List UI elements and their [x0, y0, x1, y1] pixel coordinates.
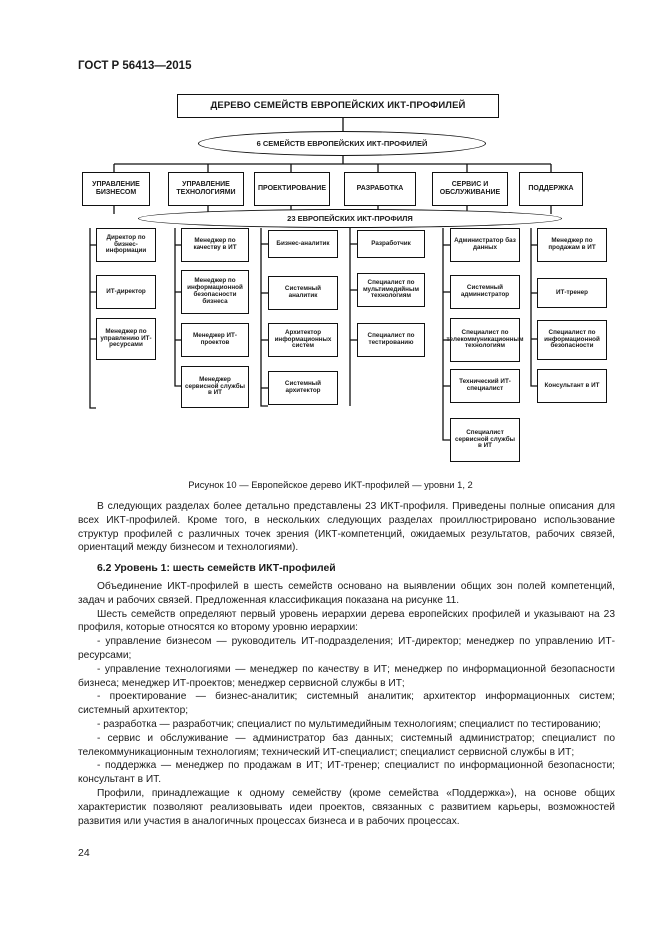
- list-item: - управление технологиями — менеджер по …: [78, 663, 615, 689]
- figure-caption: Рисунок 10 — Европейское дерево ИКТ-проф…: [188, 479, 473, 490]
- paragraph: Шесть семейств определяют первый уровень…: [78, 608, 615, 634]
- section-body: Объединение ИКТ-профилей в шесть семейст…: [78, 580, 615, 828]
- family-business-management: УПРАВЛЕНИЕ БИЗНЕСОМ: [82, 172, 150, 206]
- profile-box: Системный аналитик: [268, 276, 338, 310]
- family-development: РАЗРАБОТКА: [344, 172, 416, 206]
- profile-box: Специалист сервисной службы в ИТ: [450, 418, 520, 462]
- paragraph: В следующих разделах более детально пред…: [78, 501, 615, 554]
- profile-box: Системный администратор: [450, 275, 520, 309]
- profile-box: Менеджер сервисной службы в ИТ: [181, 366, 249, 408]
- paragraph: Объединение ИКТ-профилей в шесть семейст…: [78, 581, 615, 606]
- profile-box: Специалист по телекоммуникационным техно…: [446, 318, 524, 362]
- profile-box: ИТ-тренер: [537, 278, 607, 308]
- list-item: - разработка — разработчик; специалист п…: [97, 718, 601, 730]
- list-item: - сервис и обслуживание — администратор …: [78, 732, 615, 758]
- profile-box: Директор по бизнес-информации: [96, 228, 156, 262]
- list-item: - поддержка — менеджер по продажам в ИТ;…: [78, 760, 615, 786]
- profile-box: Менеджер ИТ-проектов: [181, 323, 249, 357]
- profile-box: Специалист по мультимедийным технологиям: [357, 273, 425, 307]
- profile-box: Менеджер по продажам в ИТ: [537, 228, 607, 262]
- list-item: - управление бизнесом — руководитель ИТ-…: [78, 636, 615, 661]
- families-oval: 6 СЕМЕЙСТВ ЕВРОПЕЙСКИХ ИКТ-ПРОФИЛЕЙ: [198, 131, 486, 156]
- profile-box: Менеджер по информационной безопасности …: [181, 270, 249, 314]
- profiles-oval: 23 ЕВРОПЕЙСКИХ ИКТ-ПРОФИЛЯ: [138, 209, 562, 228]
- profile-box: Системный архитектор: [268, 371, 338, 405]
- list-item: - проектирование — бизнес-аналитик; сист…: [78, 691, 615, 717]
- section-heading: 6.2 Уровень 1: шесть семейств ИКТ-профил…: [97, 563, 336, 574]
- family-design: ПРОЕКТИРОВАНИЕ: [254, 172, 330, 206]
- profile-box: Бизнес-аналитик: [268, 230, 338, 258]
- diagram-title: ДЕРЕВО СЕМЕЙСТВ ЕВРОПЕЙСКИХ ИКТ-ПРОФИЛЕЙ: [177, 94, 499, 118]
- family-support: ПОДДЕРЖКА: [519, 172, 583, 206]
- profile-box: Разработчик: [357, 230, 425, 258]
- document-header: ГОСТ Р 56413—2015: [78, 60, 192, 72]
- family-technology-management: УПРАВЛЕНИЕ ТЕХНОЛОГИЯМИ: [168, 172, 244, 206]
- profile-box: ИТ-директор: [96, 275, 156, 309]
- profile-box: Специалист по тестированию: [357, 323, 425, 357]
- ict-profile-tree-diagram: ДЕРЕВО СЕМЕЙСТВ ЕВРОПЕЙСКИХ ИКТ-ПРОФИЛЕЙ…: [82, 94, 607, 462]
- profile-box: Специалист по информационной безопасност…: [537, 320, 607, 360]
- profile-box: Архитектор информационных систем: [268, 323, 338, 357]
- page-number: 24: [78, 847, 90, 859]
- paragraph: Профили, принадлежащие к одному семейств…: [78, 787, 615, 827]
- profile-box: Консультант в ИТ: [537, 369, 607, 403]
- profile-box: Менеджер по управлению ИТ-ресурсами: [96, 318, 156, 360]
- profile-box: Технический ИТ-специалист: [450, 369, 520, 403]
- family-service-operation: СЕРВИС И ОБСЛУЖИВАНИЕ: [432, 172, 508, 206]
- profile-box: Администратор баз данных: [450, 228, 520, 262]
- profile-box: Менеджер по качеству в ИТ: [181, 228, 249, 262]
- intro-paragraph: В следующих разделах более детально пред…: [78, 500, 615, 555]
